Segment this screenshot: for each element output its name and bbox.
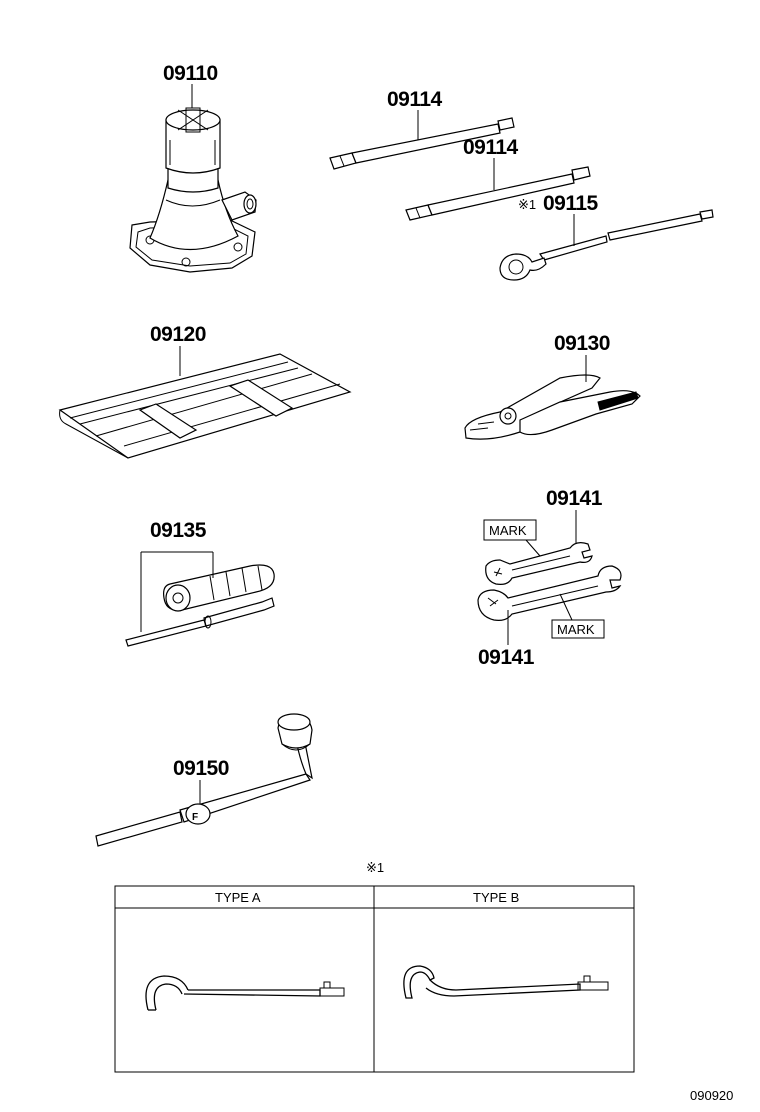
wrench-top-drawing (485, 542, 593, 585)
part-number-wheel-nut-wrench: 09150 (173, 757, 229, 780)
wheel-nut-wrench-drawing: F (95, 713, 313, 847)
part-number-pliers: 09130 (554, 332, 610, 355)
jack-drawing (129, 107, 257, 273)
type-table-note: ※1 (366, 860, 384, 875)
wrench-bottom-drawing (477, 565, 622, 621)
mark-label-top: MARK (489, 523, 527, 538)
part-number-screwdriver: 09135 (150, 519, 207, 542)
mark-box-top (483, 519, 537, 541)
svg-text:F: F (192, 812, 198, 823)
type-b-header: TYPE B (473, 890, 519, 905)
mark-label-bottom: MARK (557, 622, 595, 637)
jack-handle-note: ※1 (518, 197, 536, 212)
part-number-extension-bar-2: 09114 (463, 136, 519, 159)
type-a-header: TYPE A (215, 890, 261, 905)
part-number-wrench-top: 09141 (546, 487, 603, 510)
part-number-jack: 09110 (163, 62, 218, 85)
type-b-handle-drawing (403, 965, 609, 999)
diagram-id: 090920 (690, 1088, 733, 1103)
extension-bar-2-drawing (405, 166, 591, 221)
pliers-drawing (464, 374, 641, 440)
tool-bag-drawing (58, 353, 352, 459)
screwdriver-drawing (125, 564, 275, 647)
part-number-extension-bar-1: 09114 (387, 88, 443, 111)
extension-bar-1-drawing (329, 117, 515, 170)
mark-box-bottom (551, 619, 605, 639)
jack-handle-drawing (499, 209, 714, 281)
part-number-jack-handle: 09115 (543, 192, 599, 215)
part-number-tool-bag: 09120 (150, 323, 206, 346)
type-a-handle-drawing (145, 975, 345, 1011)
part-number-wrench-bottom: 09141 (478, 646, 535, 669)
